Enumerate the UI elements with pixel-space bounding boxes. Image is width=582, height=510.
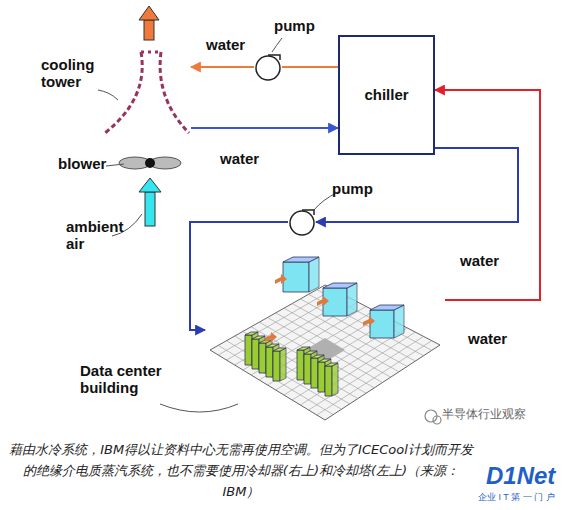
node-label: pump (332, 180, 373, 197)
building-illustration (210, 257, 440, 420)
ambient-air-label: ambient air (66, 218, 132, 253)
node-label: chiller (364, 86, 408, 103)
node-label: cooling tower (41, 56, 103, 91)
wechat-icon (425, 410, 441, 424)
water-pipe (282, 66, 338, 68)
blower-fan (119, 157, 181, 169)
exhaust-arrow (139, 6, 159, 40)
edge-label: water (218, 150, 261, 167)
blower-label: blower (58, 155, 106, 172)
node-label: Data center building (80, 362, 192, 397)
pump: pump (288, 208, 316, 236)
edge-label: water (466, 330, 509, 347)
chiller-box: chiller (338, 35, 435, 155)
logo-text: D1Net (486, 462, 555, 490)
data-center-building-outline (205, 250, 445, 425)
pump-outline (254, 53, 282, 81)
water-pipe (316, 148, 518, 222)
tower-outline (105, 52, 189, 133)
pump: pump (254, 53, 282, 81)
edge-label: water (458, 252, 501, 269)
data-center-building: Data center building (205, 250, 445, 425)
leader-lines (98, 38, 338, 412)
water-pipe (191, 127, 338, 129)
water-pipe (191, 66, 254, 68)
cooling-tower: cooling tower (103, 48, 191, 135)
pump-circle (290, 211, 314, 235)
logo-subtitle: 企业 I T 第 一 门 户 (478, 492, 555, 502)
node-label: pump (274, 17, 315, 34)
cooling-tower-outline (103, 48, 191, 135)
watermark: 半导体行业观察 (442, 408, 526, 422)
pump-circle (256, 56, 280, 80)
caption: 藉由水冷系统，IBM得以让资料中心无需再使用空调。但为了ICECool计划而开发… (6, 440, 476, 502)
edge-label: water (204, 36, 247, 53)
ambient-air-arrow (139, 178, 161, 226)
water-pipe (435, 90, 540, 300)
pump-outline (288, 208, 316, 236)
tower-top (141, 51, 161, 54)
